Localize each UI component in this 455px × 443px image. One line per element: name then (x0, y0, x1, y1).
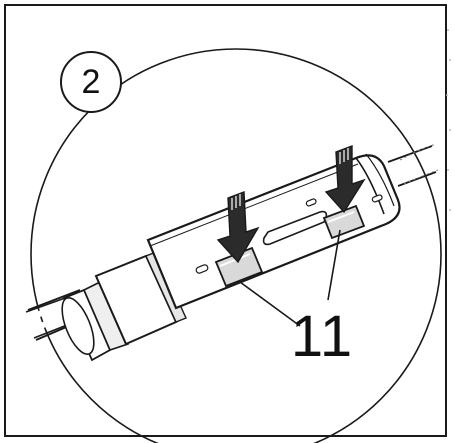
edge-speckle (446, 29, 451, 211)
step-badge-circle (60, 51, 122, 113)
leader-line-right (327, 229, 341, 301)
step-number: 2 (81, 62, 101, 101)
leader-line-left (239, 281, 301, 327)
callout-number: 11 (290, 303, 354, 369)
press-arrow-right (324, 144, 366, 214)
detail-circle (30, 48, 442, 443)
right-cable (387, 145, 437, 187)
press-arrow-left (216, 191, 260, 264)
